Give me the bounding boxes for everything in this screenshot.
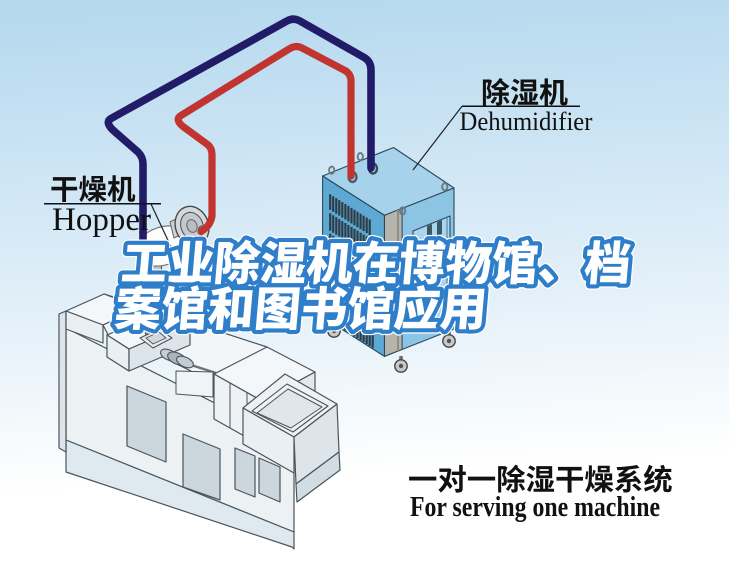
svg-text:Hopper: Hopper (52, 202, 151, 238)
svg-text:For serving one machine: For serving one machine (410, 492, 660, 523)
svg-text:Dehumidifier: Dehumidifier (460, 107, 593, 136)
